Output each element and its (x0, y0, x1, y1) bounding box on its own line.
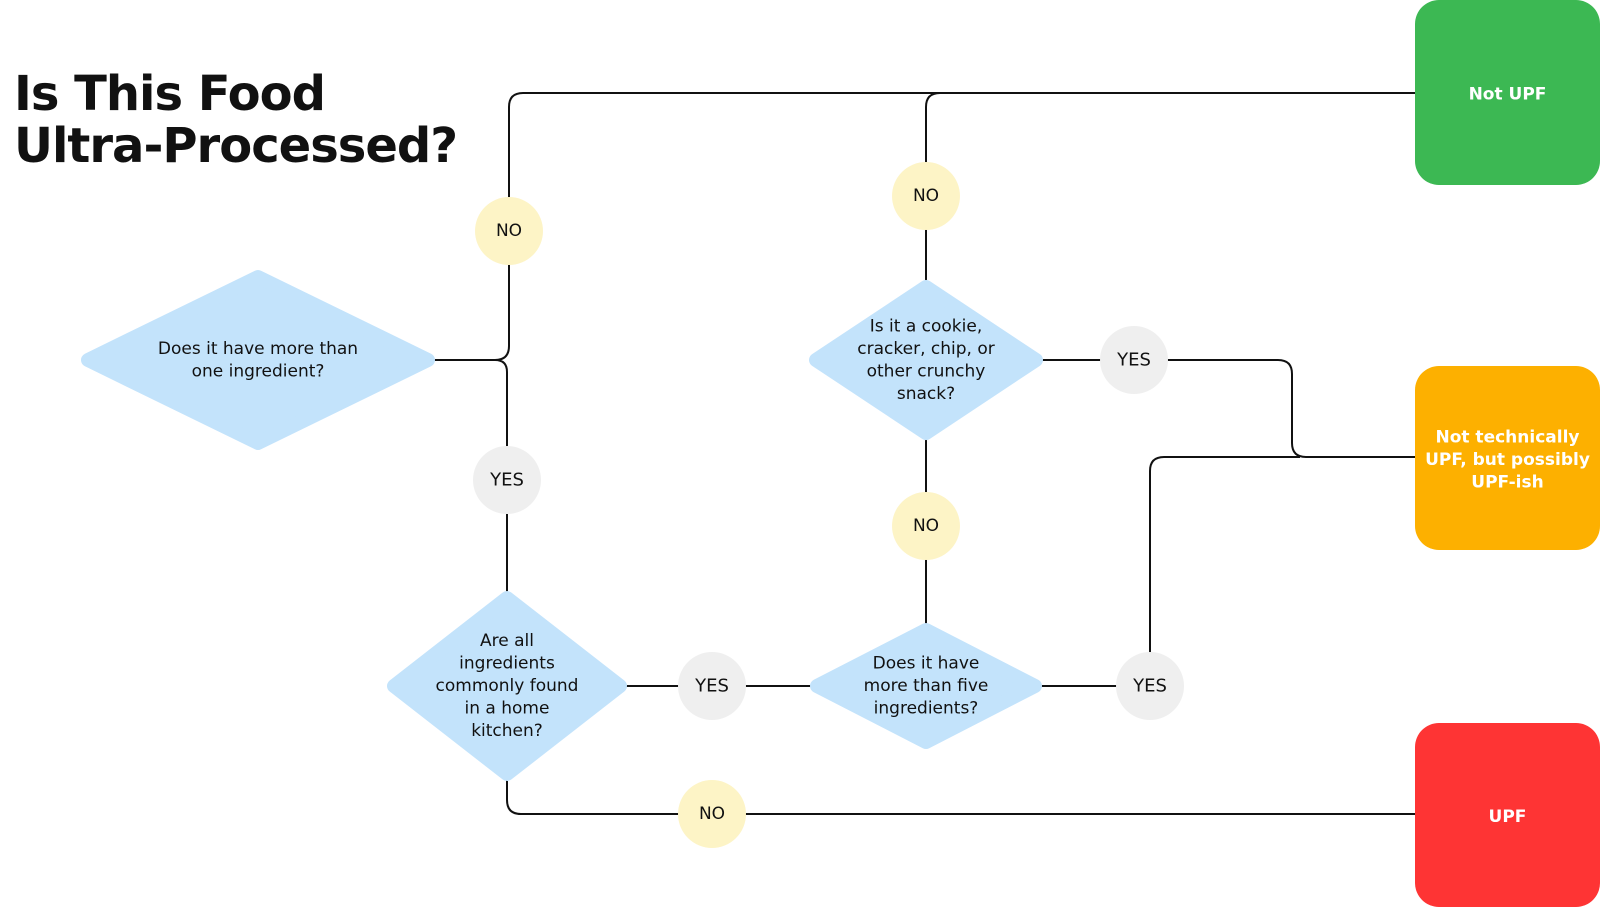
outcome-not-upf-box (1415, 0, 1600, 185)
badge-yes-q2-label: YES (694, 676, 729, 697)
outcome-upf-box (1415, 723, 1600, 907)
badge-no-q1-label: NO (496, 221, 522, 241)
line-q1-yes (494, 359, 508, 600)
badge-no-q3-up-label: NO (913, 186, 939, 206)
question-crunchy-snack-line-4: snack? (897, 384, 955, 404)
badge-yes-q1-circle (473, 446, 541, 514)
question-home-kitchen-shape (387, 591, 627, 781)
outcome-upf-ish-line-3: UPF-ish (1471, 473, 1543, 493)
badge-yes-q4-label: YES (1132, 676, 1167, 697)
line-q4-yes (1035, 456, 1300, 687)
badge-yes-q2: YES (678, 652, 746, 720)
badge-yes-q3-label: YES (1116, 350, 1151, 371)
badge-yes-q2-circle (678, 652, 746, 720)
badge-yes-q3: YES (1100, 326, 1168, 394)
outcome-upf-ish-box (1415, 366, 1600, 550)
badge-yes-q4-circle (1116, 652, 1184, 720)
question-home-kitchen-line-2: ingredients (459, 654, 555, 674)
title-line-2: Ultra-Processed? (14, 118, 458, 174)
outcome-not-upf-line-1: Not UPF (1469, 85, 1547, 105)
badge-no-q2: NO (678, 780, 746, 848)
question-more-than-one-ingredient-shape (81, 270, 435, 450)
question-crunchy-snack-line-3: other crunchy (867, 361, 986, 381)
question-home-kitchen-line-5: kitchen? (471, 721, 543, 741)
outcome-not-upf: Not UPF (1415, 0, 1600, 185)
line-q3-yes (1036, 359, 1416, 458)
question-more-than-one-ingredient-line-1: Does it have more than (158, 339, 358, 359)
outcome-upf-ish-line-1: Not technically (1435, 428, 1579, 448)
question-more-than-five-ingredients-line-3: ingredients? (874, 699, 979, 719)
question-home-kitchen-line-3: commonly found (436, 676, 579, 696)
badge-no-q3-down-label: NO (913, 516, 939, 536)
question-more-than-one-ingredient-line-2: one ingredient? (192, 361, 325, 381)
question-more-than-five-ingredients-shape (810, 623, 1042, 749)
badge-yes-q1-label: YES (489, 470, 524, 491)
badge-no-q2-circle (678, 780, 746, 848)
outcome-upf: UPF (1415, 723, 1600, 907)
badge-no-q3-up-circle (892, 162, 960, 230)
badge-no-q1: NO (475, 197, 543, 265)
question-home-kitchen-line-1: Are all (480, 631, 534, 651)
question-crunchy-snack-line-1: Is it a cookie, (870, 316, 982, 336)
outcome-upf-ish-line-2: UPF, but possibly (1425, 450, 1590, 470)
badge-no-q2-label: NO (699, 804, 725, 824)
question-crunchy-snack-shape (809, 280, 1043, 440)
line-q2-no (506, 772, 1416, 815)
question-home-kitchen-line-4: in a home (465, 699, 550, 719)
badge-yes-q4: YES (1116, 652, 1184, 720)
badge-yes-q1: YES (473, 446, 541, 514)
badge-no-q3-up: NO (892, 162, 960, 230)
outcome-upf-line-1: UPF (1489, 807, 1527, 827)
question-crunchy-snack-line-2: cracker, chip, or (857, 339, 994, 359)
badge-no-q3-down-circle (892, 492, 960, 560)
question-more-than-five-ingredients-line-1: Does it have (873, 654, 980, 674)
title-line-1: Is This Food (14, 66, 326, 122)
question-more-than-five-ingredients-line-2: more than five (864, 676, 989, 696)
badge-no-q1-circle (475, 197, 543, 265)
badge-yes-q3-circle (1100, 326, 1168, 394)
badge-no-q3-down: NO (892, 492, 960, 560)
page-title: Is This Food Ultra-Processed? (14, 68, 484, 172)
line-q3-no (925, 92, 941, 290)
